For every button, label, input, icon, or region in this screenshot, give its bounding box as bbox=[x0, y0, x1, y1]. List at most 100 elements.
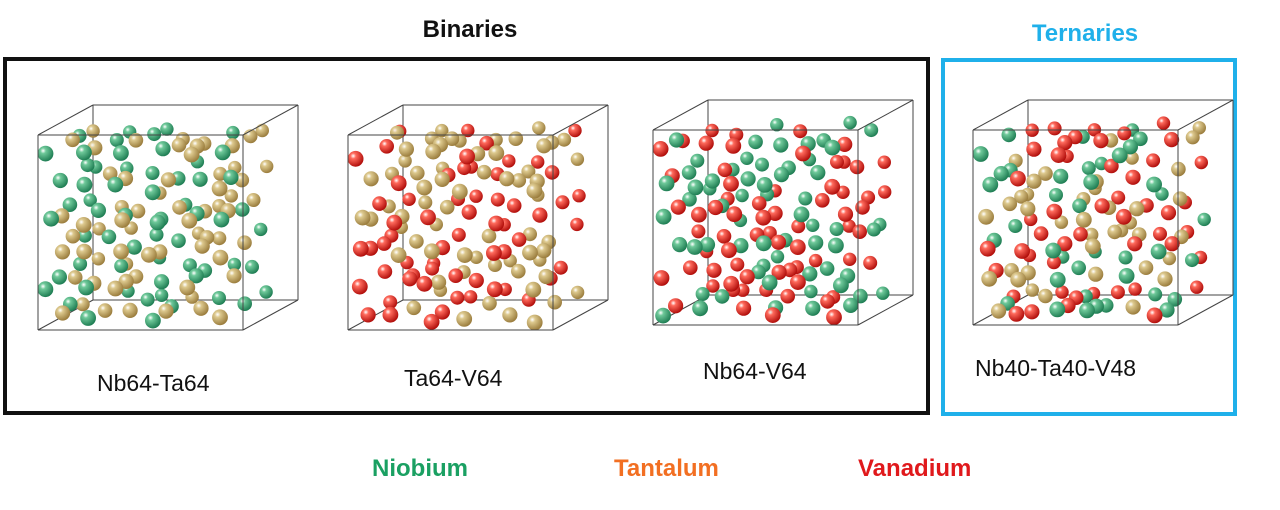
tantalum-atom bbox=[538, 268, 554, 285]
vanadium-atom bbox=[544, 165, 560, 180]
cell-front-edge bbox=[857, 99, 914, 131]
niobium-atom bbox=[1122, 139, 1138, 155]
tantalum-atom bbox=[75, 297, 90, 312]
vanadium-atom bbox=[352, 240, 369, 257]
niobium-atom bbox=[1146, 176, 1162, 193]
vanadium-atom bbox=[780, 288, 795, 304]
vanadium-atom bbox=[852, 224, 867, 239]
niobium-atom bbox=[1111, 147, 1128, 164]
tantalum-atom bbox=[141, 246, 157, 263]
niobium-atom bbox=[188, 268, 204, 284]
niobium-atom bbox=[751, 264, 766, 280]
vanadium-atom bbox=[386, 214, 403, 231]
supercell-drawing bbox=[652, 99, 914, 326]
tantalum-atom bbox=[130, 203, 146, 219]
tantalum-atom bbox=[212, 249, 229, 266]
vanadium-atom bbox=[723, 275, 740, 292]
vanadium-atom bbox=[1146, 153, 1161, 168]
tantalum-atom bbox=[86, 124, 100, 138]
tantalum-atom bbox=[1192, 121, 1206, 135]
niobium-atom bbox=[655, 307, 671, 324]
vanadium-atom bbox=[1110, 285, 1125, 300]
vanadium-atom bbox=[347, 150, 364, 167]
tantalum-atom bbox=[435, 123, 449, 138]
tantalum-atom bbox=[532, 121, 546, 135]
vanadium-atom bbox=[1046, 255, 1061, 270]
tantalum-atom bbox=[390, 247, 407, 263]
vanadium-atom bbox=[379, 139, 394, 154]
tantalum-atom bbox=[456, 247, 473, 263]
niobium-atom bbox=[51, 269, 67, 285]
vanadium-atom bbox=[721, 242, 737, 259]
niobium-atom bbox=[866, 222, 881, 237]
niobium-atom bbox=[864, 123, 879, 138]
vanadium-atom bbox=[670, 199, 686, 215]
niobium-atom bbox=[1118, 268, 1135, 284]
tantalum-atom bbox=[246, 193, 261, 207]
vanadium-atom bbox=[691, 206, 707, 223]
tantalum-atom bbox=[260, 159, 274, 174]
vanadium-atom bbox=[878, 185, 892, 199]
vanadium-atom bbox=[791, 219, 806, 234]
vanadium-atom bbox=[793, 124, 808, 139]
tantalum-atom bbox=[1084, 238, 1101, 255]
niobium-atom bbox=[155, 141, 171, 157]
niobium-atom bbox=[681, 165, 697, 180]
niobium-atom bbox=[843, 297, 859, 313]
tantalum-atom bbox=[76, 243, 93, 260]
tantalum-atom bbox=[97, 303, 113, 318]
niobium-atom bbox=[223, 169, 239, 185]
vanadium-atom bbox=[532, 207, 548, 223]
tantalum-atom bbox=[526, 182, 543, 199]
tantalum-atom bbox=[224, 189, 238, 203]
vanadium-atom bbox=[1160, 205, 1177, 221]
vanadium-atom bbox=[1008, 306, 1025, 322]
niobium-atom bbox=[853, 288, 868, 304]
niobium-atom bbox=[140, 292, 155, 307]
niobium-atom bbox=[1159, 302, 1175, 318]
vanadium-atom bbox=[723, 175, 739, 192]
niobium-atom bbox=[672, 237, 688, 253]
tantalum-atom bbox=[424, 243, 440, 260]
tantalum-atom bbox=[107, 280, 124, 297]
niobium-atom bbox=[682, 192, 697, 207]
tantalum-atom bbox=[1002, 196, 1018, 212]
niobium-atom bbox=[819, 261, 835, 276]
tantalum-atom bbox=[502, 307, 518, 323]
niobium-atom bbox=[1148, 287, 1163, 302]
niobium-atom bbox=[149, 214, 166, 231]
tantalum-atom bbox=[521, 164, 536, 179]
vanadium-atom bbox=[1094, 198, 1110, 214]
niobium-atom bbox=[833, 277, 849, 294]
vanadium-atom bbox=[830, 154, 844, 169]
niobium-atom bbox=[773, 137, 789, 153]
niobium-atom bbox=[704, 173, 720, 189]
tantalum-atom bbox=[522, 244, 538, 261]
vanadium-atom bbox=[486, 281, 503, 298]
tantalum-atom bbox=[570, 285, 585, 300]
niobium-atom bbox=[1053, 168, 1069, 184]
tantalum-atom bbox=[1138, 260, 1154, 275]
tantalum-atom bbox=[451, 183, 468, 200]
vanadium-atom bbox=[383, 295, 398, 310]
vanadium-atom bbox=[402, 192, 416, 206]
tantalum-atom bbox=[547, 294, 562, 310]
niobium-atom bbox=[808, 235, 824, 251]
niobium-atom bbox=[687, 179, 704, 196]
binaries-frame bbox=[3, 57, 930, 415]
tantalum-atom bbox=[67, 270, 83, 285]
tantalum-atom bbox=[476, 164, 492, 180]
vanadium-atom bbox=[572, 189, 586, 203]
niobium-atom bbox=[740, 171, 756, 187]
vanadium-atom bbox=[1024, 304, 1040, 320]
tantalum-atom bbox=[508, 131, 524, 146]
niobium-atom bbox=[245, 259, 259, 274]
tantalum-atom bbox=[122, 302, 138, 318]
niobium-atom bbox=[828, 237, 844, 254]
tantalum-atom bbox=[398, 141, 414, 157]
niobium-atom bbox=[1049, 271, 1066, 288]
vanadium-atom bbox=[1046, 203, 1063, 220]
niobium-atom bbox=[658, 175, 675, 192]
niobium-atom bbox=[770, 118, 784, 132]
vanadium-atom bbox=[1156, 116, 1171, 130]
